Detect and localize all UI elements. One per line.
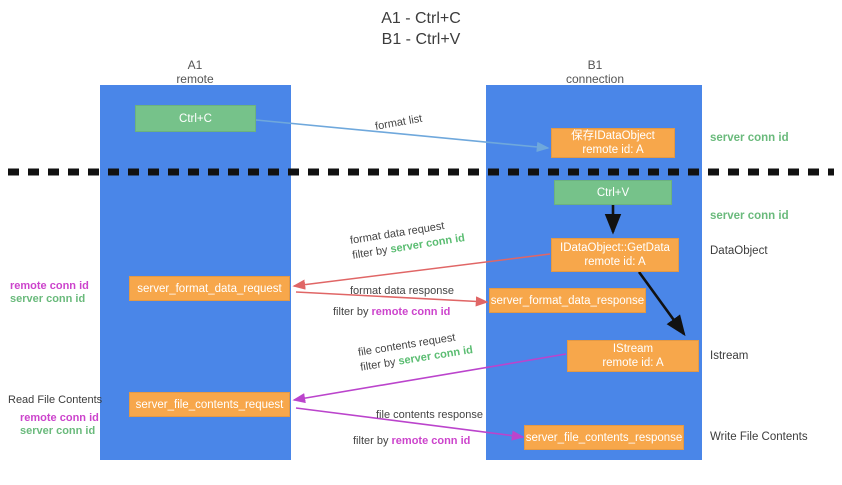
annotation-left-format-remote-conn-id: remote conn id [10, 280, 89, 292]
column-header-a1-role: remote [176, 72, 214, 86]
title-line-1: A1 - Ctrl+C [381, 10, 461, 27]
node-getdata-line1: IDataObject::GetData [560, 242, 670, 254]
annotation-right-dataobject: DataObject [710, 245, 768, 257]
node-getdata[interactable]: IDataObject::GetData remote id: A [551, 238, 679, 272]
filter-value-remote-conn-id: remote conn id [371, 306, 451, 318]
node-save-idataobject-line2: remote id: A [582, 144, 644, 156]
filter-prefix: filter by [333, 306, 372, 318]
annotation-left-format-server-conn-id: server conn id [10, 293, 86, 305]
edge-label-format-data-response-text: format data response [350, 285, 454, 297]
node-server-format-data-response-label: server_format_data_response [490, 294, 645, 307]
filter-value-remote-conn-id: remote conn id [391, 435, 471, 447]
node-istream-line1: IStream [612, 343, 654, 355]
annotation-left-file-remote-conn-id: remote conn id [20, 412, 99, 424]
edge-label-format-data-request: format data request filter by server con… [349, 216, 466, 263]
annotation-right-write-file-contents: Write File Contents [710, 431, 808, 443]
edge-label-format-list: format list [374, 112, 424, 135]
edge-label-file-contents-response-line1: file contents response [376, 408, 483, 423]
node-save-idataobject[interactable]: 保存IDataObject remote id: A [551, 128, 675, 158]
column-header-b1: B1 connection [530, 58, 660, 86]
node-server-file-contents-response-label: server_file_contents_response [525, 431, 683, 444]
annotation-left-read-file-contents: Read File Contents [8, 394, 103, 406]
node-ctrl-c-label: Ctrl+C [179, 112, 212, 125]
node-ctrl-v[interactable]: Ctrl+V [554, 180, 672, 205]
column-header-b1-name: B1 [587, 58, 603, 72]
edge-label-file-contents-request: file contents request filter by server c… [357, 328, 474, 375]
edge-label-file-contents-response-text: file contents response [376, 409, 484, 421]
annotation-left-file-server-conn-id: server conn id [20, 425, 96, 437]
annotation-right-istream: Istream [710, 350, 749, 362]
edge-label-file-contents-response-filter: filter by remote conn id [353, 434, 470, 449]
column-header-b1-role: connection [565, 72, 625, 86]
node-ctrl-c[interactable]: Ctrl+C [135, 105, 256, 132]
edge-label-format-data-response-filter: filter by remote conn id [333, 305, 450, 320]
page-title: A1 - Ctrl+C B1 - Ctrl+V [0, 8, 842, 50]
node-server-file-contents-response[interactable]: server_file_contents_response [524, 425, 684, 450]
title-line-2: B1 - Ctrl+V [381, 31, 461, 48]
filter-prefix: filter by [353, 435, 392, 447]
node-ctrl-v-label: Ctrl+V [596, 186, 630, 199]
column-header-a1-name: A1 [187, 58, 203, 72]
node-getdata-line2: remote id: A [584, 256, 646, 268]
node-istream-line2: remote id: A [602, 357, 664, 369]
node-istream[interactable]: IStream remote id: A [567, 340, 699, 372]
node-server-format-data-request-label: server_format_data_request [137, 282, 282, 295]
annotation-right-server-conn-id-top: server conn id [710, 132, 789, 144]
annotation-right-server-conn-id-mid: server conn id [710, 210, 789, 222]
column-header-a1: A1 remote [130, 58, 260, 86]
edge-label-format-data-response-line1: format data response [350, 284, 454, 299]
node-server-file-contents-request-label: server_file_contents_request [135, 398, 284, 411]
node-server-format-data-response[interactable]: server_format_data_response [489, 288, 646, 313]
node-server-format-data-request[interactable]: server_format_data_request [129, 276, 290, 301]
node-server-file-contents-request[interactable]: server_file_contents_request [129, 392, 290, 417]
edge-label-format-list-text: format list [374, 112, 424, 133]
node-save-idataobject-line1: 保存IDataObject [571, 130, 655, 142]
